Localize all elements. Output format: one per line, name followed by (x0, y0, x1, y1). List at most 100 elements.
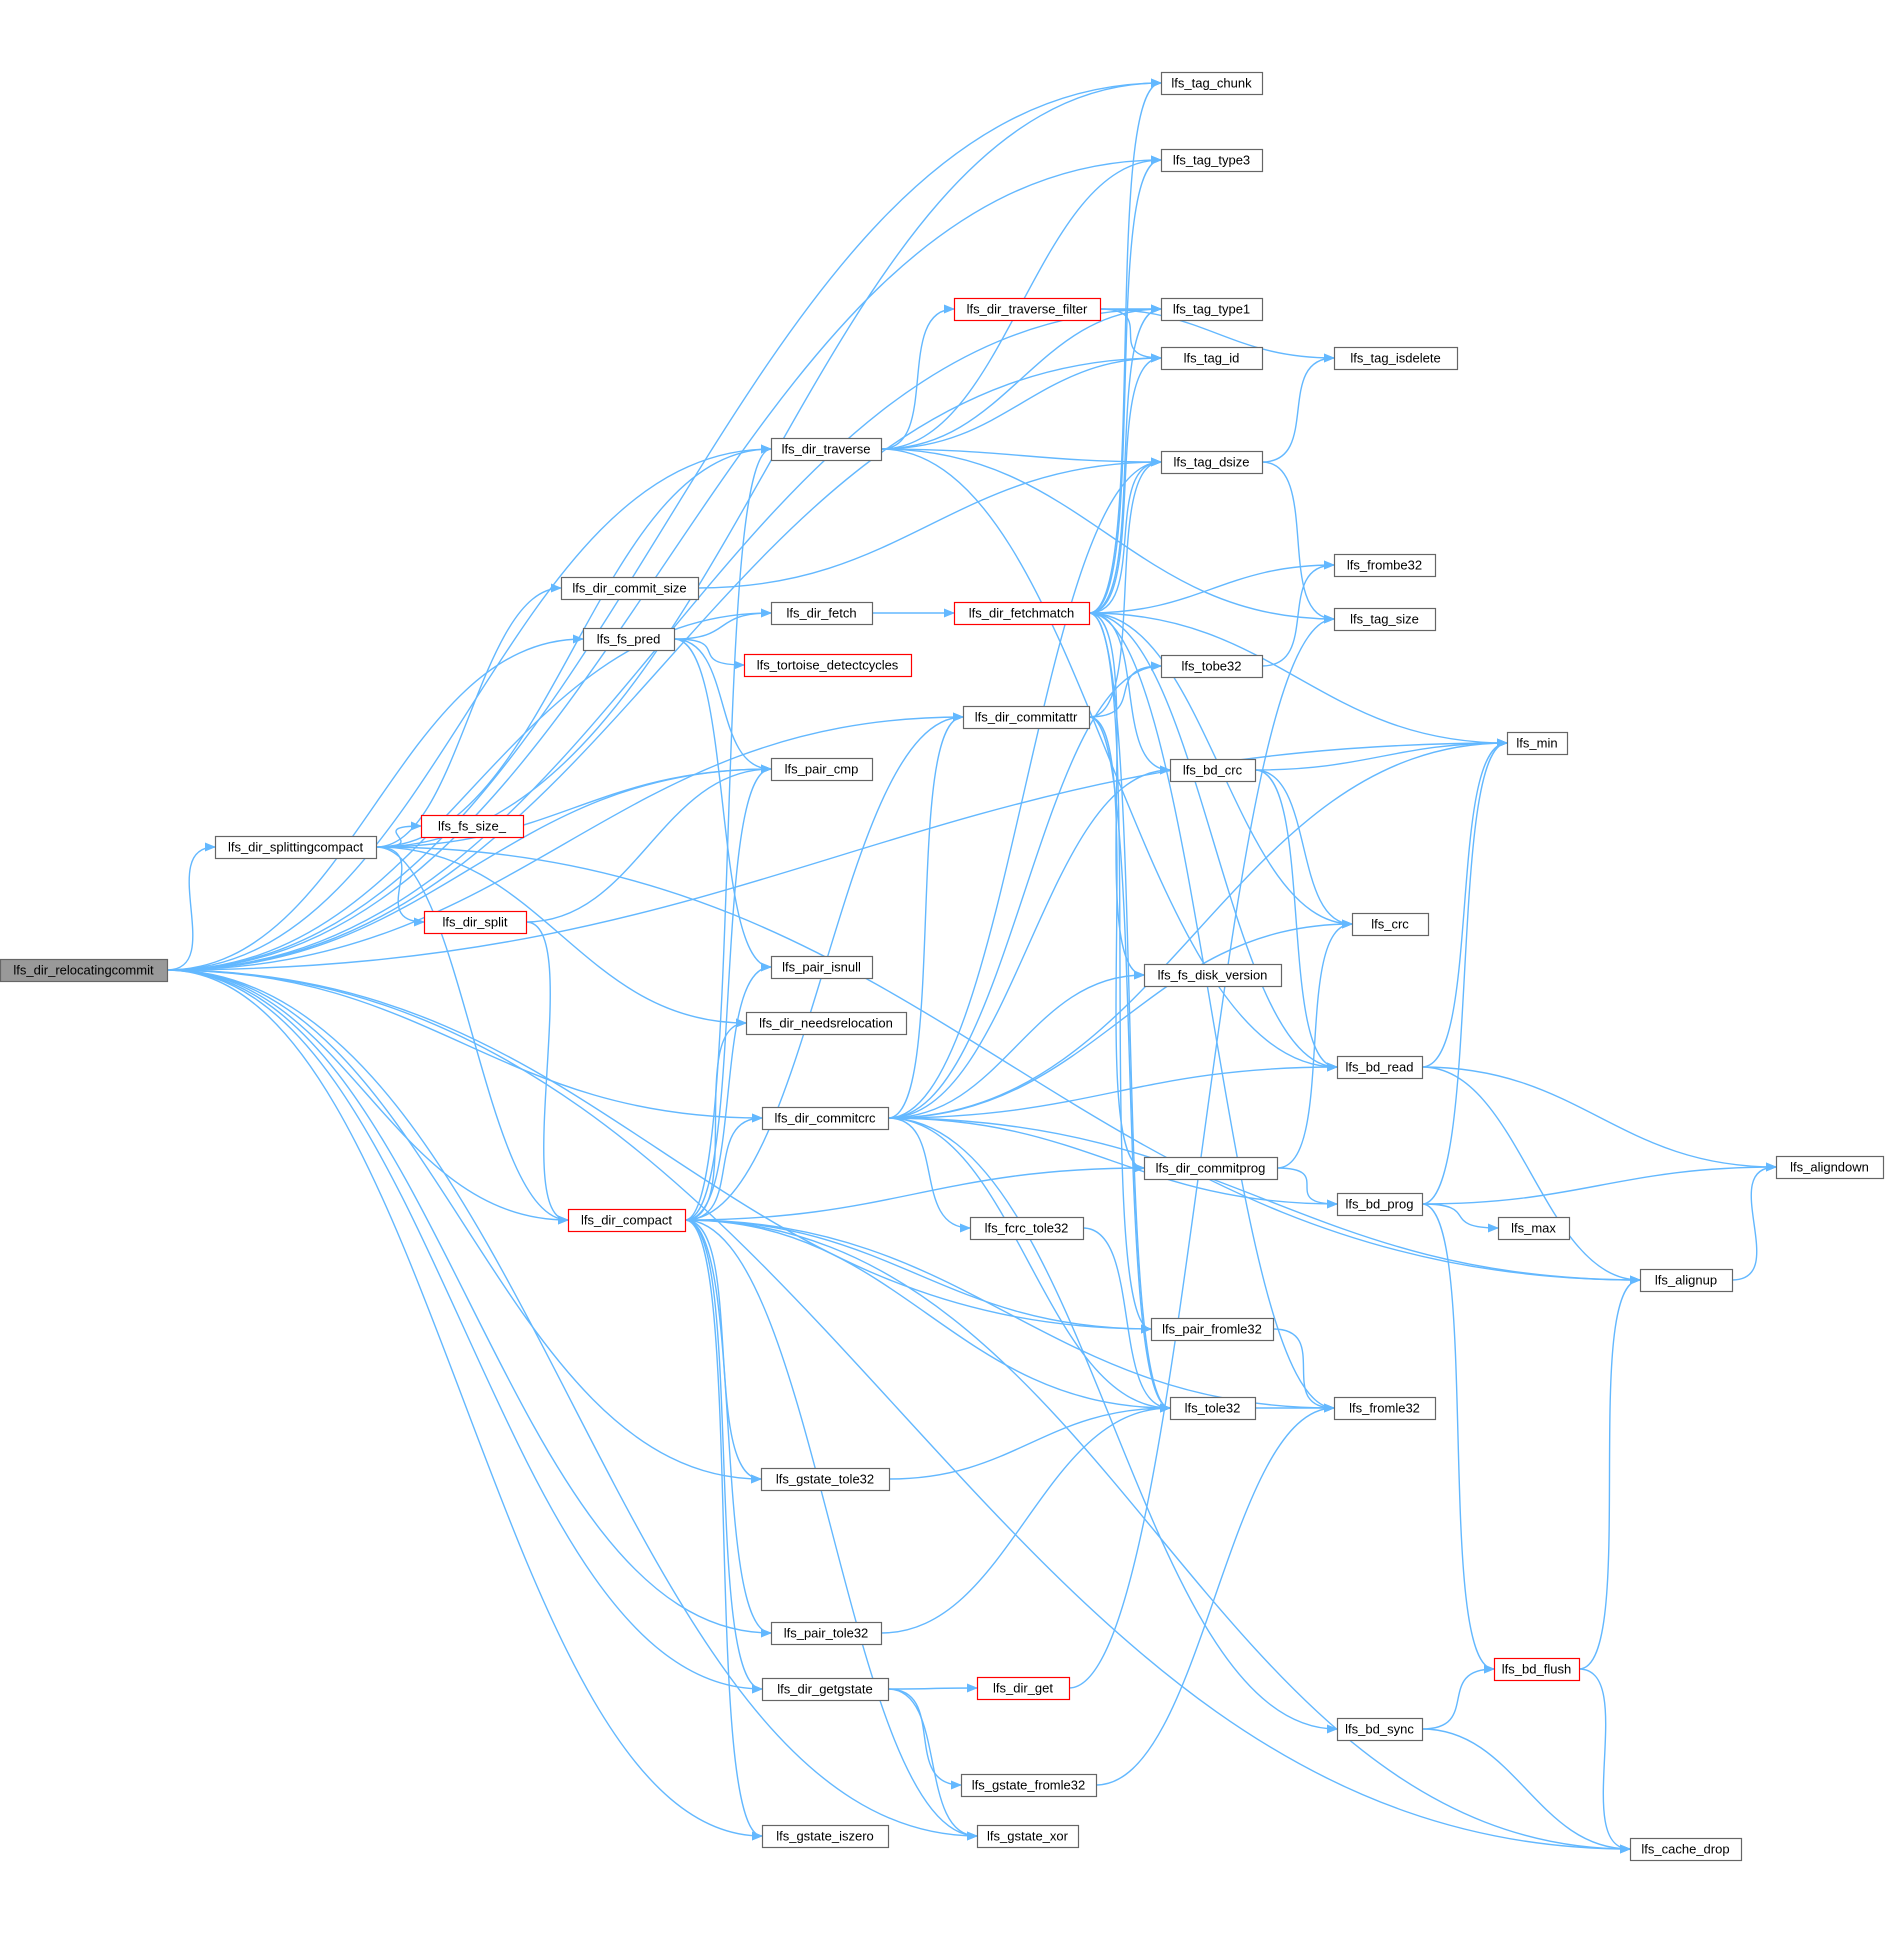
node-pair-isnull[interactable]: lfs_pair_isnull (770, 955, 874, 980)
node-dir-compact[interactable]: lfs_dir_compact (567, 1208, 687, 1233)
node-fetchmatch[interactable]: lfs_dir_fetchmatch (953, 601, 1091, 626)
node-box[interactable] (760, 1467, 891, 1492)
node-box[interactable] (567, 1208, 687, 1233)
node-dir-fetch[interactable]: lfs_dir_fetch (770, 601, 874, 626)
node-tag-dsize[interactable]: lfs_tag_dsize (1160, 450, 1264, 475)
node-box[interactable] (1493, 1657, 1581, 1682)
node-bd-flush[interactable]: lfs_bd_flush (1493, 1657, 1581, 1682)
node-lfs-min[interactable]: lfs_min (1506, 731, 1569, 756)
node-box[interactable] (1143, 1156, 1279, 1181)
node-bd-read[interactable]: lfs_bd_read (1336, 1055, 1424, 1080)
node-tag-size[interactable]: lfs_tag_size (1333, 607, 1437, 632)
node-box[interactable] (420, 814, 525, 839)
node-box[interactable] (423, 910, 528, 935)
node-box[interactable] (770, 757, 874, 782)
node-lfs-max[interactable]: lfs_max (1497, 1216, 1571, 1241)
node-box[interactable] (976, 1676, 1071, 1701)
node-box[interactable] (1160, 346, 1264, 371)
node-box[interactable] (1336, 1192, 1424, 1217)
node-box[interactable] (1160, 148, 1264, 173)
node-gstate-tole32[interactable]: lfs_gstate_tole32 (760, 1467, 891, 1492)
node-box[interactable] (1169, 758, 1257, 783)
node-box[interactable] (1333, 1396, 1437, 1421)
node-box[interactable] (743, 653, 913, 678)
node-box[interactable] (960, 1773, 1098, 1798)
node-fs-size[interactable]: lfs_fs_size_ (420, 814, 525, 839)
node-fromle32[interactable]: lfs_fromle32 (1333, 1396, 1437, 1421)
node-bd-sync[interactable]: lfs_bd_sync (1336, 1717, 1424, 1742)
node-box[interactable] (1160, 71, 1264, 96)
node-box[interactable] (770, 601, 874, 626)
node-gstate-fromle32[interactable]: lfs_gstate_fromle32 (960, 1773, 1098, 1798)
node-dir-traverse[interactable]: lfs_dir_traverse (770, 437, 883, 462)
node-box[interactable] (761, 1106, 890, 1131)
node-box[interactable] (1333, 553, 1437, 578)
node-tag-type3[interactable]: lfs_tag_type3 (1160, 148, 1264, 173)
node-pair-fromle32[interactable]: lfs_pair_fromle32 (1150, 1317, 1275, 1342)
node-tag-chunk[interactable]: lfs_tag_chunk (1160, 71, 1264, 96)
node-box[interactable] (1639, 1268, 1734, 1293)
node-tag-type1[interactable]: lfs_tag_type1 (1160, 297, 1264, 322)
node-box[interactable] (770, 437, 883, 462)
node-box[interactable] (969, 1216, 1085, 1241)
node-box[interactable] (953, 601, 1091, 626)
node-box[interactable] (1160, 297, 1264, 322)
node-gstate-iszero[interactable]: lfs_gstate_iszero (761, 1824, 890, 1849)
node-box[interactable] (1160, 654, 1264, 679)
node-box[interactable] (560, 576, 700, 601)
node-commit-size[interactable]: lfs_dir_commit_size (560, 576, 700, 601)
node-commitprog[interactable]: lfs_dir_commitprog (1143, 1156, 1279, 1181)
node-traverse-filter[interactable]: lfs_dir_traverse_filter (953, 297, 1102, 322)
node-box[interactable] (1150, 1317, 1275, 1342)
node-box[interactable] (214, 835, 378, 860)
node-disk-version[interactable]: lfs_fs_disk_version (1143, 963, 1283, 988)
node-box[interactable] (1506, 731, 1569, 756)
node-aligndown[interactable]: lfs_aligndown (1775, 1155, 1885, 1180)
node-box[interactable] (976, 1824, 1080, 1849)
node-lfs-tole32[interactable]: lfs_tole32 (1169, 1396, 1257, 1421)
node-lfs-crc[interactable]: lfs_crc (1351, 912, 1430, 937)
node-box[interactable] (1351, 912, 1430, 937)
node-box[interactable] (1169, 1396, 1257, 1421)
node-box[interactable] (962, 705, 1091, 730)
node-dir-split[interactable]: lfs_dir_split (423, 910, 528, 935)
node-box[interactable] (582, 627, 676, 652)
node-commitattr[interactable]: lfs_dir_commitattr (962, 705, 1091, 730)
node-box[interactable] (1775, 1155, 1885, 1180)
node-box[interactable] (770, 955, 874, 980)
node-bd-crc[interactable]: lfs_bd_crc (1169, 758, 1257, 783)
node-box[interactable] (1629, 1837, 1743, 1862)
node-box[interactable] (953, 297, 1102, 322)
node-alignup[interactable]: lfs_alignup (1639, 1268, 1734, 1293)
node-pair-cmp[interactable]: lfs_pair_cmp (770, 757, 874, 782)
node-tag-isdelete[interactable]: lfs_tag_isdelete (1333, 346, 1459, 371)
node-box[interactable] (1333, 346, 1459, 371)
node-box[interactable] (745, 1011, 908, 1036)
node-getgstate[interactable]: lfs_dir_getgstate (761, 1677, 890, 1702)
node-box[interactable] (1336, 1717, 1424, 1742)
node-box[interactable] (1143, 963, 1283, 988)
node-fs-pred[interactable]: lfs_fs_pred (582, 627, 676, 652)
node-relocatingcommit[interactable]: lfs_dir_relocatingcommit (0, 958, 169, 983)
node-splittingcompact[interactable]: lfs_dir_splittingcompact (214, 835, 378, 860)
node-frombe32[interactable]: lfs_frombe32 (1333, 553, 1437, 578)
node-box[interactable] (0, 958, 169, 983)
node-bd-prog[interactable]: lfs_bd_prog (1336, 1192, 1424, 1217)
node-tobe32[interactable]: lfs_tobe32 (1160, 654, 1264, 679)
node-box[interactable] (1497, 1216, 1571, 1241)
node-commitcrc[interactable]: lfs_dir_commitcrc (761, 1106, 890, 1131)
node-needsrelocation[interactable]: lfs_dir_needsrelocation (745, 1011, 908, 1036)
node-cache-drop[interactable]: lfs_cache_drop (1629, 1837, 1743, 1862)
node-gstate-xor[interactable]: lfs_gstate_xor (976, 1824, 1080, 1849)
node-dir-get[interactable]: lfs_dir_get (976, 1676, 1071, 1701)
node-box[interactable] (761, 1824, 890, 1849)
node-box[interactable] (770, 1621, 883, 1646)
node-box[interactable] (1336, 1055, 1424, 1080)
node-box[interactable] (1333, 607, 1437, 632)
node-box[interactable] (761, 1677, 890, 1702)
node-tag-id[interactable]: lfs_tag_id (1160, 346, 1264, 371)
node-fcrc-tole32[interactable]: lfs_fcrc_tole32 (969, 1216, 1085, 1241)
node-tortoise[interactable]: lfs_tortoise_detectcycles (743, 653, 913, 678)
node-box[interactable] (1160, 450, 1264, 475)
node-pair-tole32[interactable]: lfs_pair_tole32 (770, 1621, 883, 1646)
